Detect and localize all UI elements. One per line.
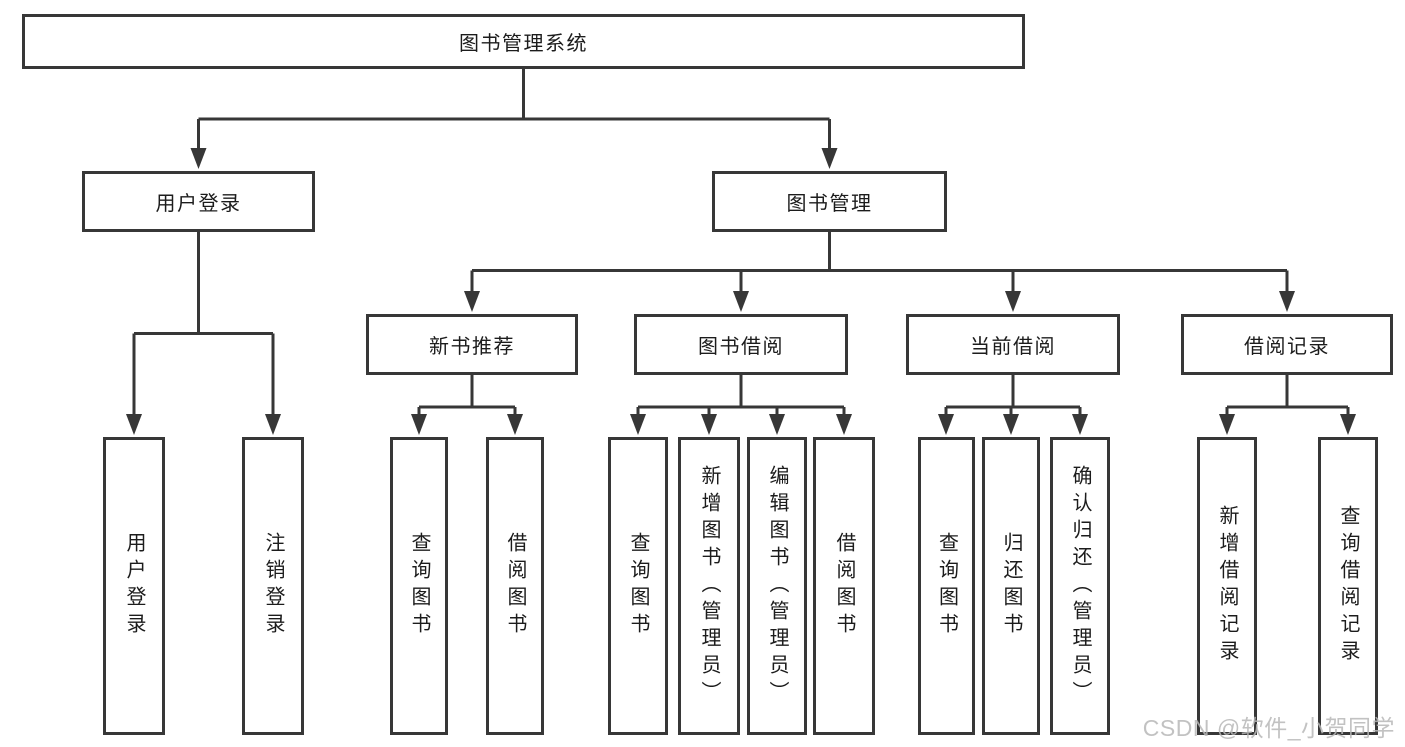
leaf-current-query-books: 查询图书 <box>918 437 975 735</box>
leaf-logout: 注销登录 <box>242 437 304 735</box>
leaf-recommend-borrow-books: 借阅图书 <box>486 437 544 735</box>
node-library-management-system: 图书管理系统 <box>22 14 1025 69</box>
leaf-edit-books-admin: 编辑图书（管理员） <box>747 437 807 735</box>
node-borrowing-records: 借阅记录 <box>1181 314 1393 375</box>
csdn-watermark: CSDN @软件_小贺同学 <box>1142 715 1395 741</box>
leaf-user-login: 用户登录 <box>103 437 165 735</box>
leaf-confirm-return-admin: 确认归还（管理员） <box>1050 437 1110 735</box>
node-current-borrowing: 当前借阅 <box>906 314 1120 375</box>
node-user-login-module: 用户登录 <box>82 171 315 232</box>
node-book-management-module: 图书管理 <box>712 171 947 232</box>
leaf-recommend-query-books: 查询图书 <box>390 437 448 735</box>
leaf-query-borrow-record: 查询借阅记录 <box>1318 437 1378 735</box>
leaf-add-books-admin: 新增图书（管理员） <box>678 437 740 735</box>
leaf-return-books: 归还图书 <box>982 437 1040 735</box>
leaf-add-borrow-record: 新增借阅记录 <box>1197 437 1257 735</box>
leaf-borrow-books: 借阅图书 <box>813 437 875 735</box>
leaf-borrowing-query-books: 查询图书 <box>608 437 668 735</box>
node-book-borrowing: 图书借阅 <box>634 314 848 375</box>
node-new-book-recommend: 新书推荐 <box>366 314 578 375</box>
arrowheads <box>126 148 1356 435</box>
